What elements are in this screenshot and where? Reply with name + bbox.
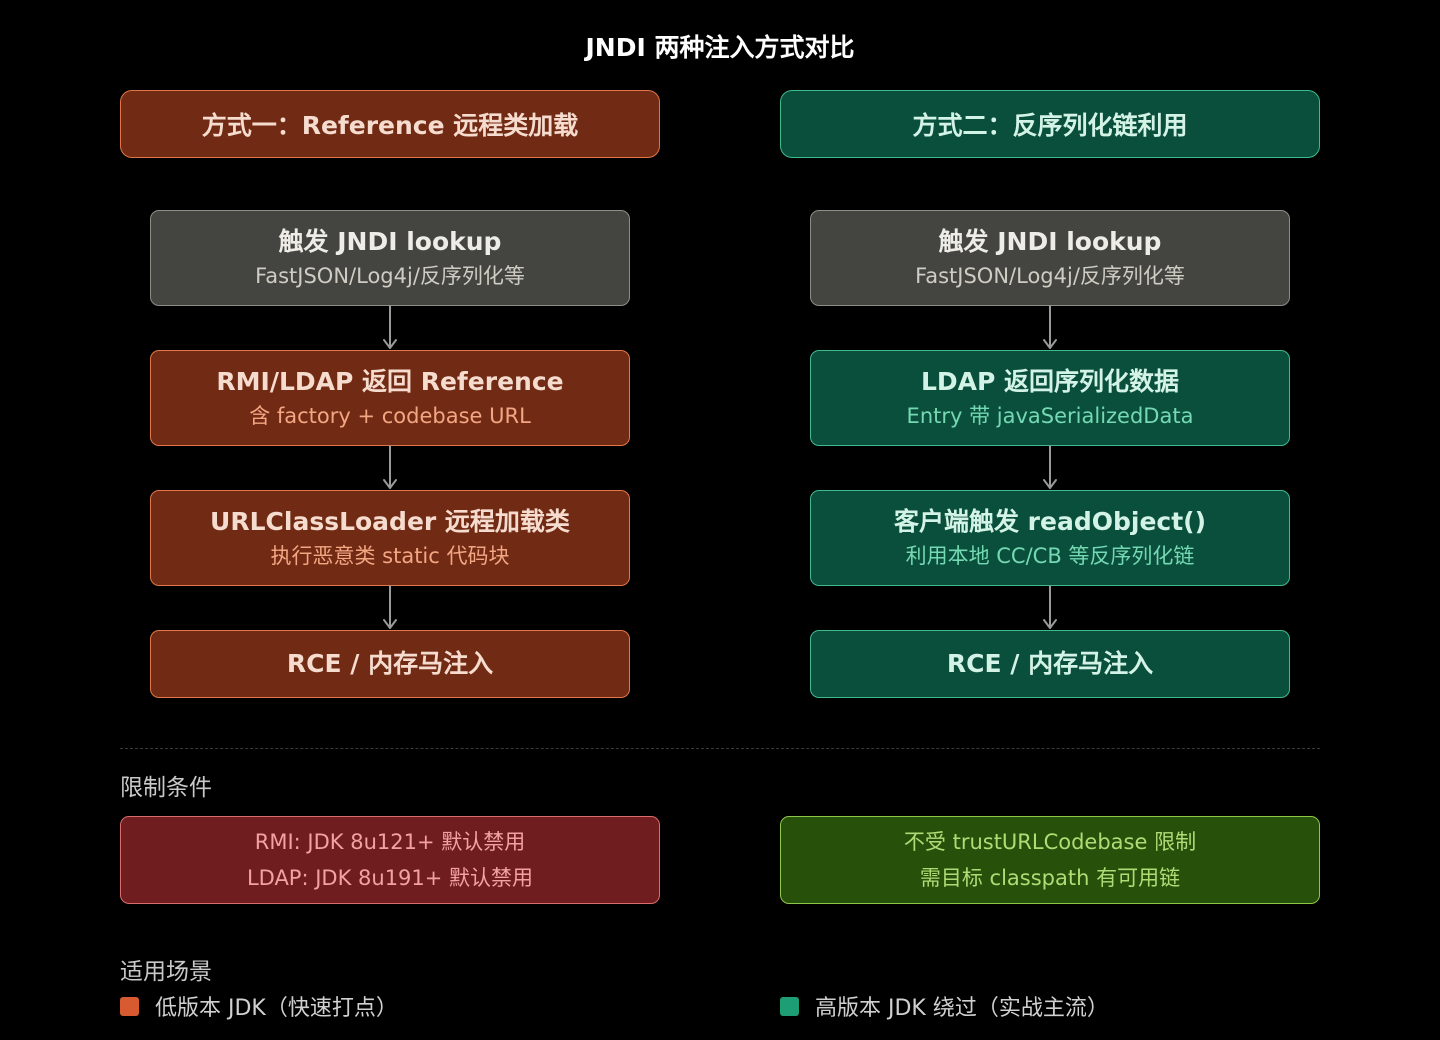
legend-method-one: 低版本 JDK（快速打点）: [120, 990, 398, 1022]
method-two-limit-codebase: 不受 trustURLCodebase 限制: [903, 830, 1197, 854]
right-step-4-title: RCE / 内存马注入: [946, 649, 1154, 678]
arrowhead-left-2: [383, 479, 397, 489]
right-step-1-detail: FastJSON/Log4j/反序列化等: [915, 264, 1185, 288]
method-one-header: 方式一：Reference 远程类加载: [120, 90, 660, 158]
arrowhead-right-1: [1043, 339, 1057, 349]
right-step-rce: RCE / 内存马注入: [810, 630, 1290, 698]
legend-method-one-text: 低版本 JDK（快速打点）: [155, 996, 398, 1021]
method-one-limit-ldap: LDAP: JDK 8u191+ 默认禁用: [246, 866, 534, 890]
arrowhead-left-1: [383, 339, 397, 349]
left-step-4-title: RCE / 内存马注入: [286, 649, 494, 678]
scenarios-label: 适用场景: [120, 959, 212, 985]
method-two-limits: 不受 trustURLCodebase 限制 需目标 classpath 有可用…: [780, 816, 1320, 904]
right-step-1-title: 触发 JNDI lookup: [938, 227, 1162, 256]
right-step-2-detail: Entry 带 javaSerializedData: [906, 404, 1194, 428]
left-step-trigger-lookup: 触发 JNDI lookup FastJSON/Log4j/反序列化等: [150, 210, 630, 306]
legend-swatch-green: [780, 996, 799, 1016]
method-two-header: 方式二：反序列化链利用: [780, 90, 1320, 158]
arrowhead-left-3: [383, 619, 397, 629]
right-step-3-title: 客户端触发 readObject(): [893, 507, 1207, 536]
method-one-limit-rmi: RMI: JDK 8u121+ 默认禁用: [254, 830, 526, 854]
left-step-2-title: RMI/LDAP 返回 Reference: [216, 367, 564, 396]
left-step-3-detail: 执行恶意类 static 代码块: [270, 544, 510, 568]
left-step-rce: RCE / 内存马注入: [150, 630, 630, 698]
method-one-limits: RMI: JDK 8u121+ 默认禁用 LDAP: JDK 8u191+ 默认…: [120, 816, 660, 904]
right-step-2-title: LDAP 返回序列化数据: [920, 367, 1180, 396]
diagram-title: JNDI 两种注入方式对比: [585, 33, 855, 62]
right-step-3-detail: 利用本地 CC/CB 等反序列化链: [905, 544, 1195, 568]
legend-method-two-text: 高版本 JDK 绕过（实战主流）: [815, 996, 1109, 1021]
arrowhead-right-2: [1043, 479, 1057, 489]
right-step-readobject: 客户端触发 readObject() 利用本地 CC/CB 等反序列化链: [810, 490, 1290, 586]
left-step-1-title: 触发 JNDI lookup: [278, 227, 502, 256]
legend-method-two: 高版本 JDK 绕过（实战主流）: [780, 990, 1109, 1022]
right-step-trigger-lookup: 触发 JNDI lookup FastJSON/Log4j/反序列化等: [810, 210, 1290, 306]
left-step-remote-load: URLClassLoader 远程加载类 执行恶意类 static 代码块: [150, 490, 630, 586]
left-step-2-detail: 含 factory + codebase URL: [249, 404, 531, 428]
limits-label: 限制条件: [120, 775, 212, 801]
left-step-return-reference: RMI/LDAP 返回 Reference 含 factory + codeba…: [150, 350, 630, 446]
method-two-limit-classpath: 需目标 classpath 有可用链: [919, 866, 1181, 890]
legend-swatch-orange: [120, 996, 139, 1016]
left-step-3-title: URLClassLoader 远程加载类: [210, 507, 570, 536]
left-step-1-detail: FastJSON/Log4j/反序列化等: [255, 264, 525, 288]
section-divider: [120, 748, 1320, 749]
arrowhead-right-3: [1043, 619, 1057, 629]
